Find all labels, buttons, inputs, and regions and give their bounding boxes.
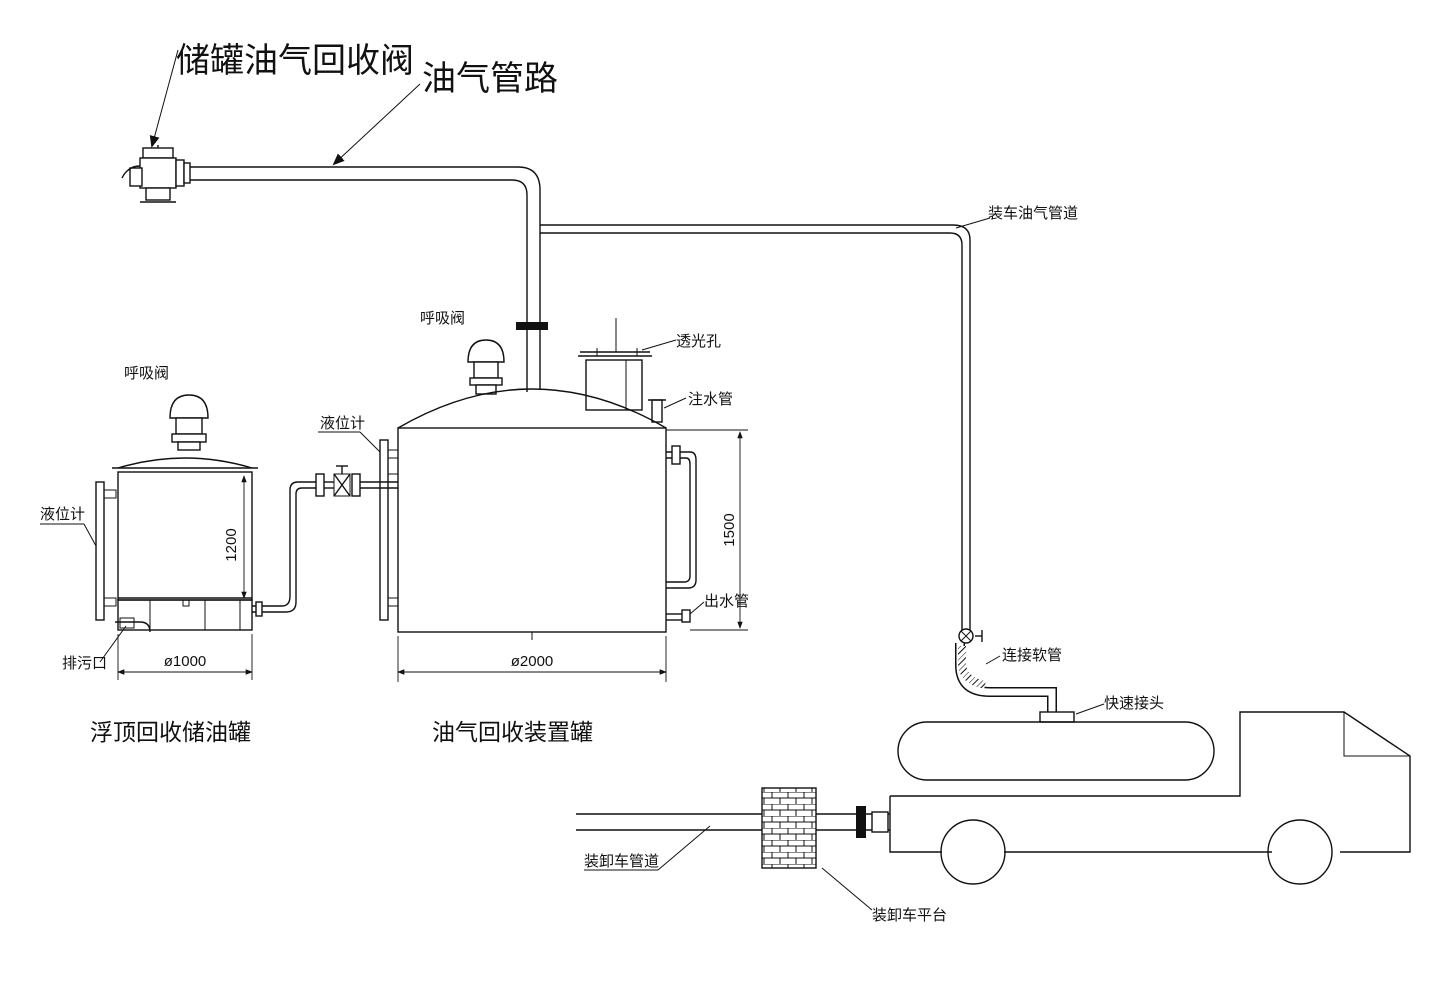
label-quick-connector: 快速接头 — [1104, 694, 1164, 712]
flexible-hose — [955, 628, 1075, 723]
caption-floating-roof-tank: 浮顶回收储油罐 — [90, 720, 251, 746]
label-water-outlet-pipe: 出水管 — [704, 592, 749, 610]
skylight-hatch — [578, 318, 652, 411]
label-truck-vapor-pipeline: 装车油气管道 — [988, 204, 1078, 222]
label-flexible-hose: 连接软管 — [1002, 646, 1062, 664]
label-breather-valve-middle: 呼吸阀 — [420, 309, 465, 327]
label-loading-pipeline: 装卸车管道 — [584, 852, 659, 870]
connecting-valve — [315, 465, 398, 497]
dimension-middle-height: 1500 — [721, 513, 738, 546]
loading-pipeline — [576, 806, 890, 838]
tank-vapor-recovery-valve — [121, 145, 191, 203]
label-breather-valve-left: 呼吸阀 — [124, 364, 169, 382]
caption-vapor-recovery-tank: 油气回收装置罐 — [432, 720, 593, 746]
label-level-gauge-left: 液位计 — [40, 505, 85, 523]
dimension-left-height: 1200 — [223, 528, 240, 561]
vapor-recovery-device-tank — [379, 318, 748, 682]
leader-lines — [40, 49, 1105, 911]
vapor-pipeline — [190, 166, 971, 635]
label-level-gauge-middle: 液位计 — [320, 414, 365, 432]
label-skylight: 透光孔 — [676, 332, 721, 350]
label-water-injection-pipe: 注水管 — [688, 390, 733, 408]
label-loading-platform: 装卸车平台 — [872, 906, 947, 924]
breather-valve-middle — [467, 339, 505, 395]
loading-platform — [761, 787, 817, 869]
dimension-middle-diameter: ø2000 — [511, 653, 554, 670]
label-drain-outlet: 排污口 — [62, 654, 107, 672]
label-vapor-pipeline: 油气管路 — [422, 59, 558, 99]
dimension-left-diameter: ø1000 — [164, 653, 207, 670]
label-tank-vapor-recovery-valve: 储罐油气回收阀 — [176, 41, 414, 81]
tanker-truck — [889, 711, 1411, 885]
floating-roof-storage-tank — [95, 394, 318, 680]
breather-valve-left — [169, 394, 209, 451]
